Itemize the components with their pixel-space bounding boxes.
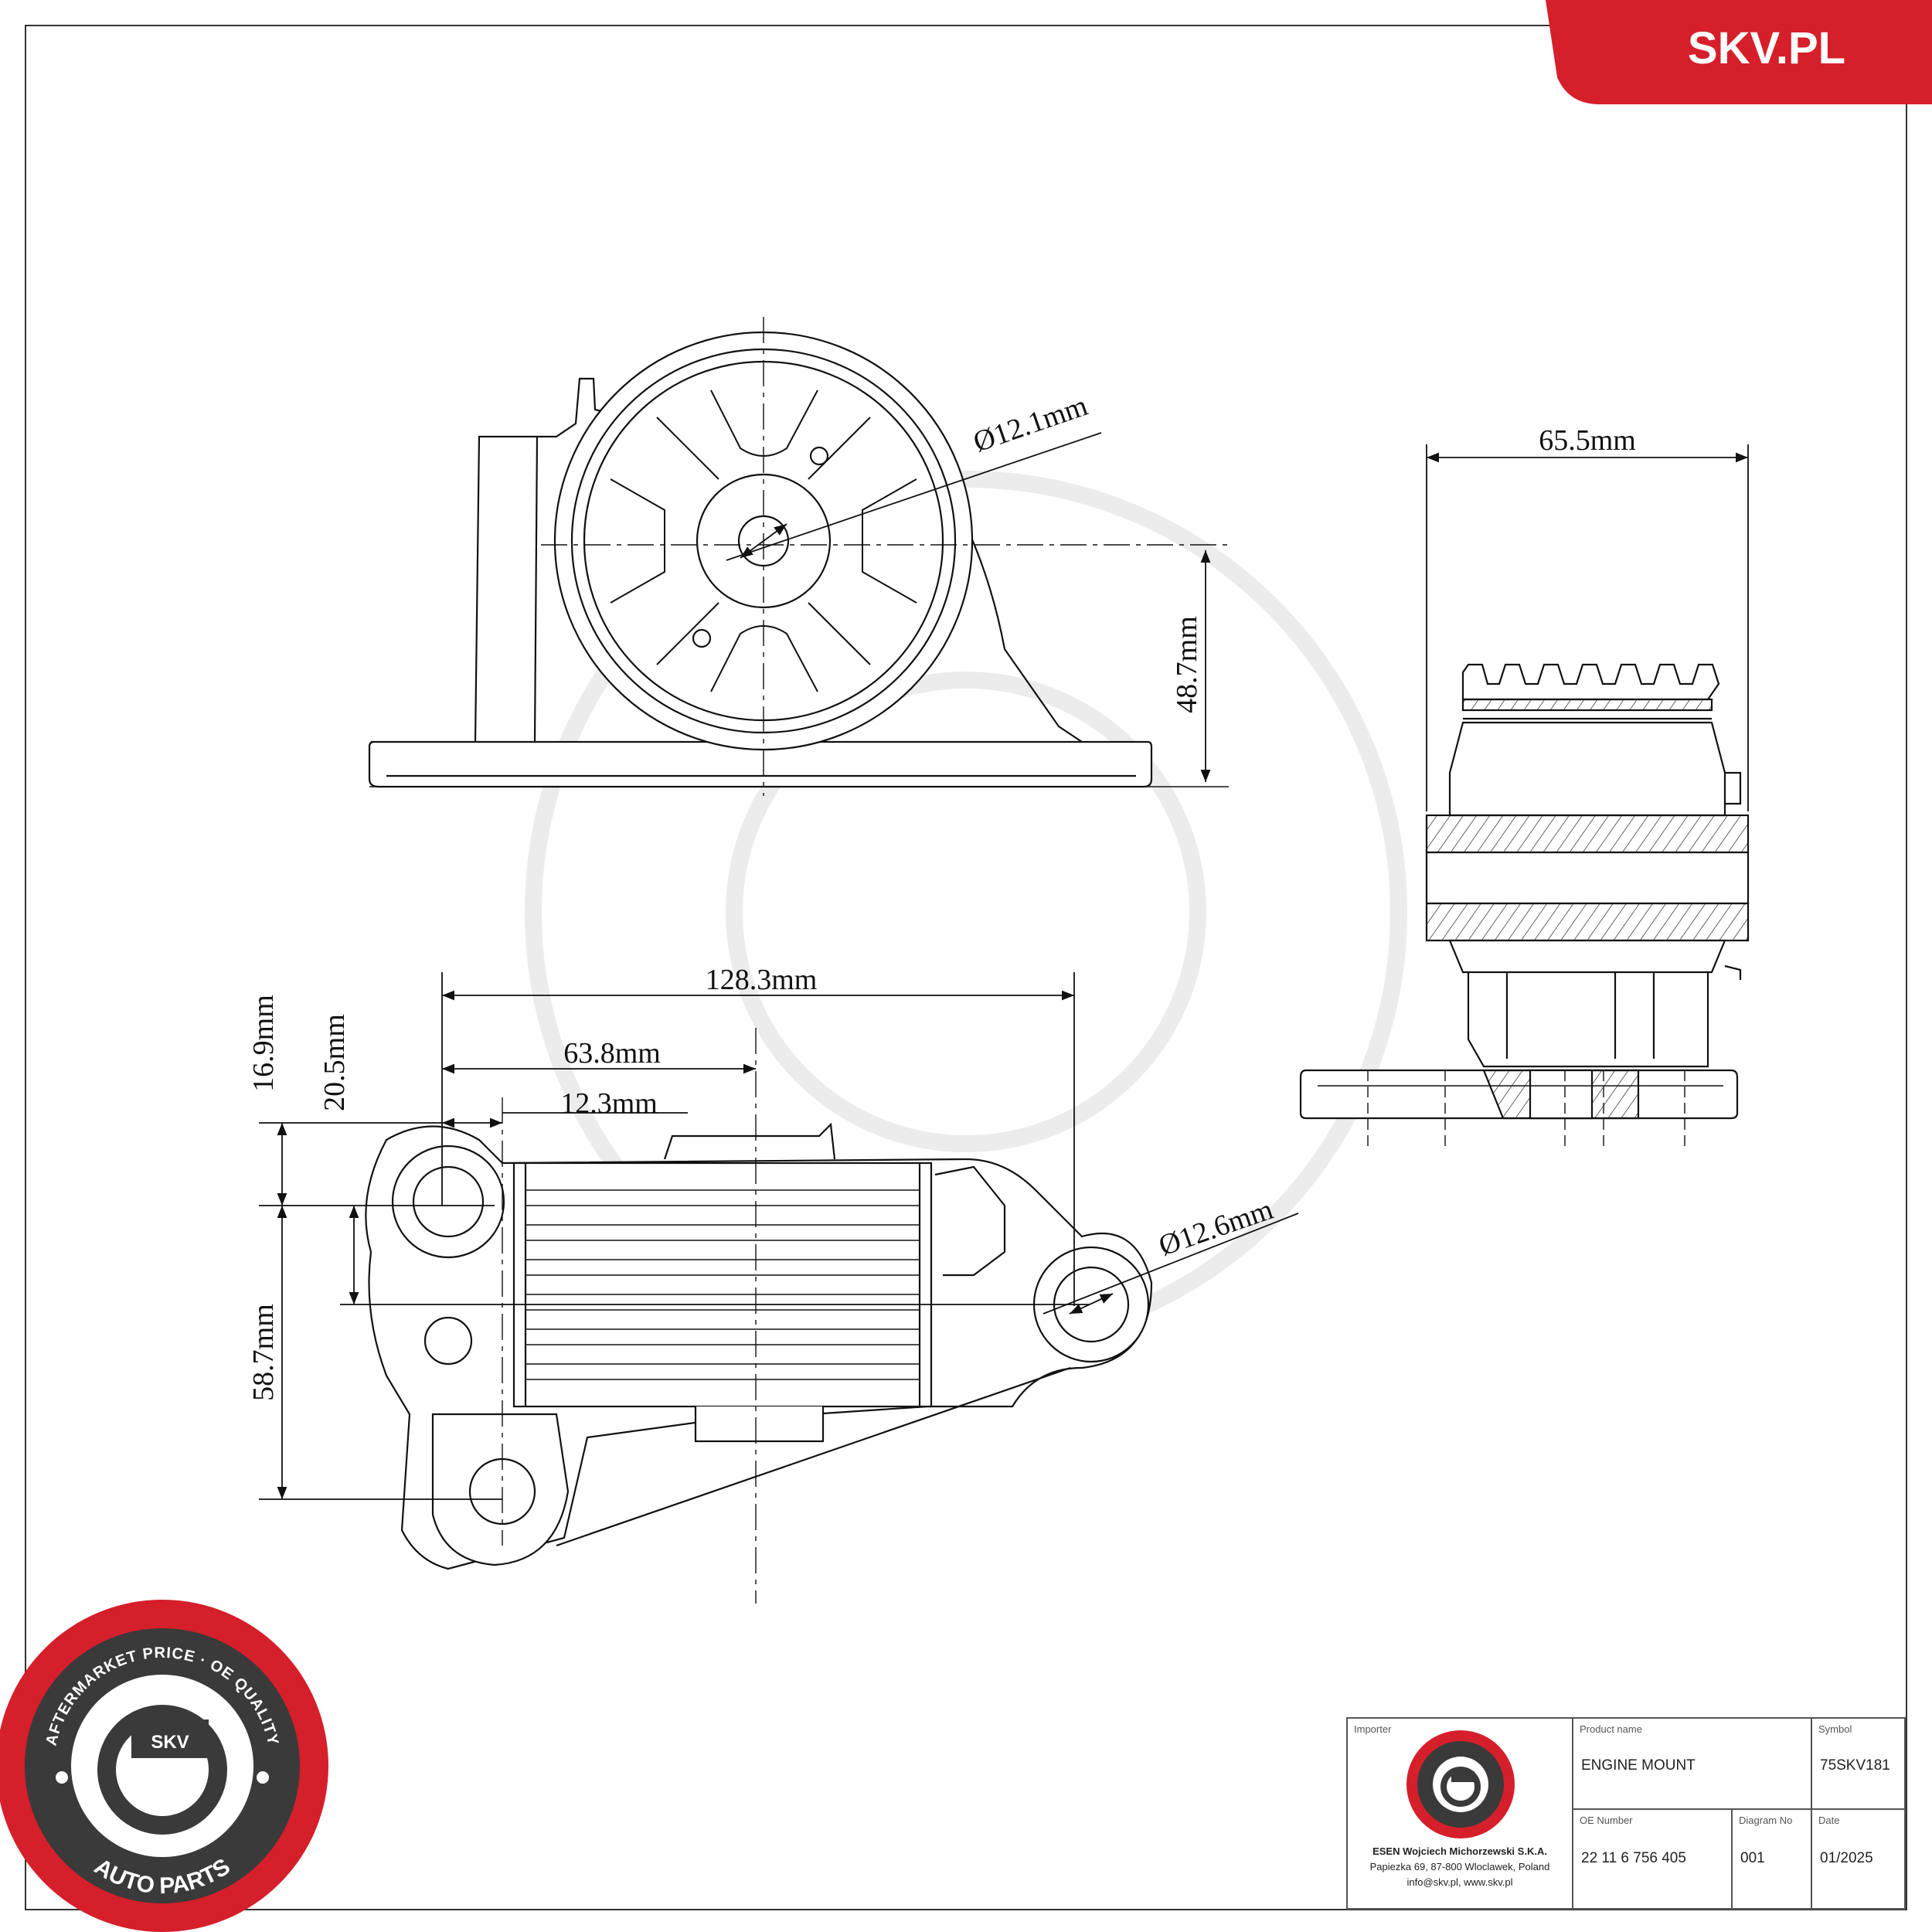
top-dim-c-label: 58.7mm [247,1304,280,1401]
top-hole-diameter-label: Ø12.6mm [1155,1193,1277,1263]
front-hole-diameter-label: Ø12.1mm [969,389,1091,459]
importer-contact: info@skv.pl, www.skv.pl [1406,1876,1513,1888]
top-view [365,1122,1153,1570]
top-dim-b-label: 20.5mm [318,1014,351,1111]
symbol-value: 75SKV181 [1820,1757,1890,1774]
oe-number-value: 22 11 6 756 405 [1581,1850,1686,1866]
date-cell: Date 01/2025 [1812,1810,1904,1908]
sheet-border [25,25,1907,1910]
diagram-no-label: Diagram No [1739,1815,1793,1826]
top-center-offset-label: 63.8mm [563,1037,661,1070]
product-name-cell: Product name ENGINE MOUNT [1573,1719,1812,1810]
top-left-offset-label: 12.3mm [560,1087,658,1120]
top-dim-a-label: 16.9mm [247,995,280,1092]
title-block: Importer ESEN Wojciech Michorzewski S.K.… [1346,1717,1906,1910]
seal-center-text: SKV [151,1732,189,1753]
symbol-label: Symbol [1818,1723,1852,1735]
importer-logo [1406,1730,1515,1838]
importer-cell: Importer ESEN Wojciech Michorzewski S.K.… [1348,1719,1573,1908]
front-height-label: 48.7mm [1171,616,1203,713]
importer-address: Papiezka 69, 87-800 Wloclawek, Poland [1369,1861,1550,1872]
quality-seal: AFTERMARKET PRICE · OE QUALITY AUTO PART… [0,1600,328,1932]
oe-number-cell: OE Number 22 11 6 756 405 [1573,1810,1733,1908]
brand-banner: SKV.PL [1546,0,1932,104]
brand-website-label: SKV.PL [1688,23,1845,73]
importer-label: Importer [1354,1723,1392,1735]
top-dimension-lines [259,972,1299,1604]
oe-number-label: OE Number [1580,1815,1633,1826]
diagram-no-value: 001 [1740,1850,1765,1866]
front-dimension-lines [726,432,1211,782]
diagram-no-cell: Diagram No 001 [1733,1810,1812,1908]
date-value: 01/2025 [1820,1850,1873,1866]
importer-name: ESEN Wojciech Michorzewski S.K.A. [1372,1845,1547,1857]
side-view [1299,663,1750,1151]
side-dimension-lines [1426,444,1749,811]
date-label: Date [1818,1815,1840,1826]
symbol-cell: Symbol 75SKV181 [1812,1719,1904,1810]
top-overall-length-label: 128.3mm [706,964,818,996]
product-name-label: Product name [1580,1723,1642,1735]
side-width-label: 65.5mm [1539,424,1636,457]
product-name-value: ENGINE MOUNT [1581,1757,1696,1774]
